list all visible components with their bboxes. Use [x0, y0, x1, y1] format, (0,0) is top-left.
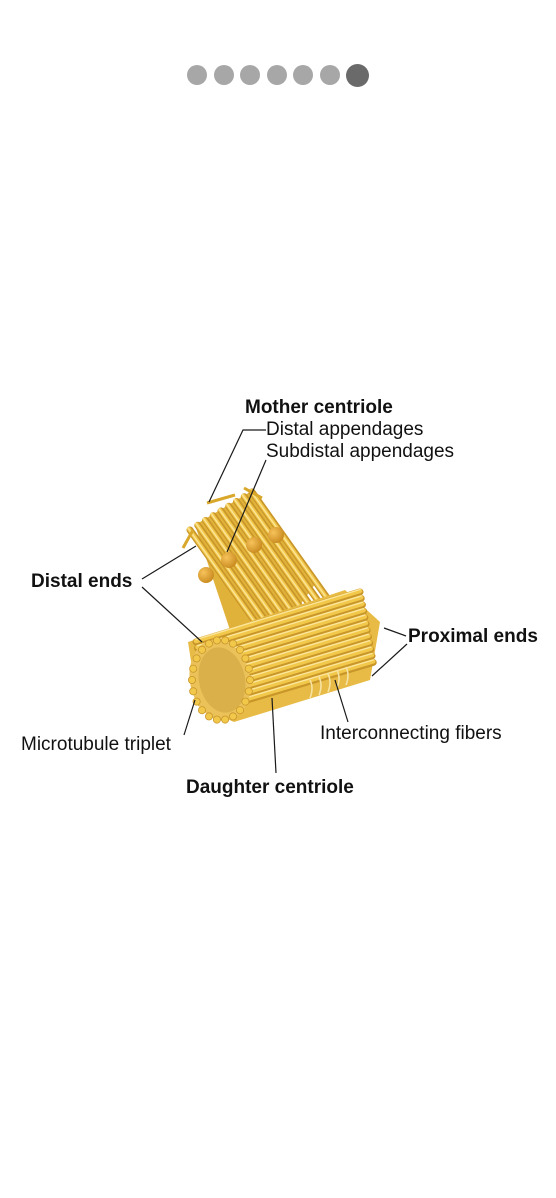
mother-tubule-highlight	[241, 494, 321, 606]
page-dot-4[interactable]	[266, 65, 287, 85]
page-dot-6[interactable]	[319, 65, 340, 85]
label-interconnecting-fibers: Interconnecting fibers	[320, 723, 502, 744]
leader-distal-ends-daughter	[141, 586, 203, 643]
daughter-tubule-highlight	[195, 588, 361, 641]
leader-distal-ends-mother	[141, 545, 197, 580]
triplet-end	[204, 639, 213, 648]
page-dot-3[interactable]	[240, 65, 260, 85]
mother-centriole-body	[181, 486, 334, 644]
mother-tubule-highlight	[218, 508, 298, 620]
triplet-end	[221, 715, 230, 724]
page-dot-1[interactable]	[187, 65, 207, 85]
label-distal-appendages: Distal appendages	[266, 419, 424, 440]
triplet-end	[228, 712, 237, 721]
centriole-illustration	[141, 429, 408, 774]
subdistal-appendage-3	[246, 537, 262, 553]
page-dot-2[interactable]	[213, 65, 234, 85]
mother-tubule-highlight	[210, 513, 290, 625]
triplet-end	[244, 687, 253, 696]
page-dot-7-active[interactable]	[346, 63, 369, 87]
subdistal-appendage-4	[268, 527, 284, 543]
page-indicator	[187, 63, 373, 87]
triplet-end	[241, 654, 250, 663]
centriole-diagram: Mother centriole Distal appendages Subdi…	[0, 380, 556, 820]
mother-tubule-highlight	[233, 498, 314, 611]
leader-distal-appendages	[208, 429, 266, 503]
triplet-end	[197, 645, 206, 654]
label-subdistal-appendages: Subdistal appendages	[266, 441, 455, 462]
triplet-end	[204, 712, 213, 721]
triplet-end	[228, 639, 237, 648]
triplet-end	[245, 675, 254, 684]
label-daughter-centriole: Daughter centriole	[186, 777, 354, 798]
triplet-end	[187, 675, 196, 684]
leader-interconnecting-fibers	[334, 679, 349, 723]
triplet-end	[235, 706, 244, 715]
triplet-end	[197, 706, 206, 715]
triplet-end	[235, 645, 244, 654]
mother-tubule-highlight	[249, 489, 329, 601]
daughter-tubule	[193, 588, 363, 644]
daughter-centriole-body	[187, 588, 380, 724]
triplet-end	[189, 664, 198, 673]
triplet-end	[192, 654, 201, 663]
label-microtubule-triplet: Microtubule triplet	[21, 734, 171, 755]
leader-microtubule-triplet	[183, 699, 196, 736]
mother-tubule-highlight	[187, 527, 267, 639]
page-dot-5[interactable]	[293, 65, 313, 85]
triplet-end	[241, 697, 250, 706]
triplet-end	[212, 715, 221, 724]
mother-tubule-highlight	[202, 517, 283, 630]
label-proximal-ends: Proximal ends	[408, 626, 538, 647]
distal-appendage-2	[181, 529, 195, 549]
label-mother-centriole: Mother centriole	[245, 397, 393, 418]
distal-appendage-1	[206, 493, 236, 505]
subdistal-appendage-1	[198, 567, 214, 583]
triplet-end	[244, 664, 253, 673]
mother-tubule-highlight	[195, 522, 275, 634]
triplet-end	[212, 636, 221, 645]
distal-appendage-3	[243, 486, 263, 500]
leader-proximal-ends-daughter	[383, 627, 407, 637]
leader-subdistal-appendages	[226, 459, 267, 553]
subdistal-appendage-2	[221, 552, 237, 568]
triplet-end	[221, 636, 230, 645]
triplet-end	[192, 697, 201, 706]
leader-daughter-centriole	[271, 697, 277, 774]
daughter-lumen	[198, 647, 246, 713]
leader-lines	[141, 429, 408, 774]
leader-proximal-ends-mother	[371, 643, 408, 677]
triplet-end	[189, 687, 198, 696]
label-distal-ends: Distal ends	[31, 571, 133, 592]
